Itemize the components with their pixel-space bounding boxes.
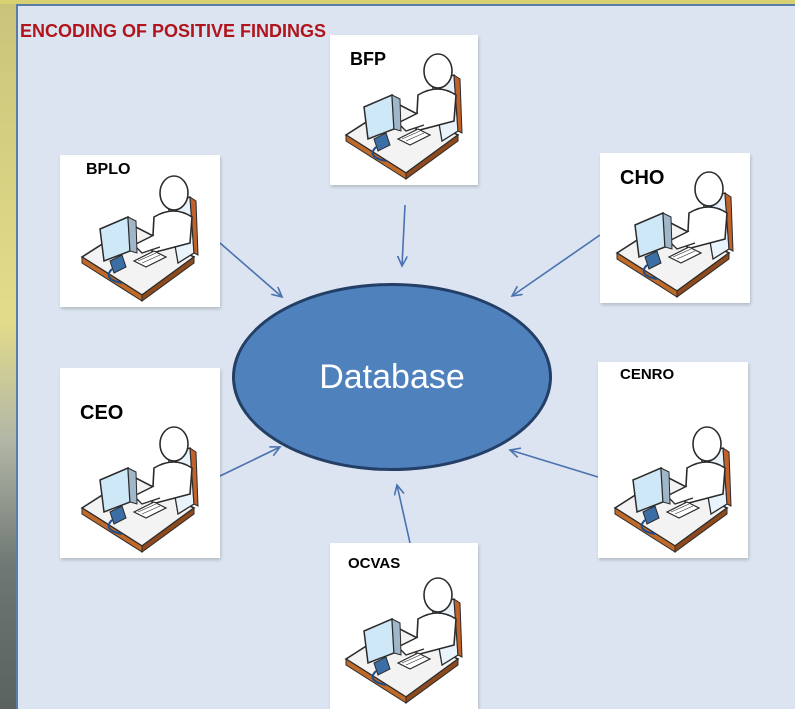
station-bfp: BFP [330, 35, 478, 185]
station-label-bplo: BPLO [86, 161, 131, 178]
station-ocvas: OCVAS [330, 543, 478, 709]
workstation-user-icon [80, 175, 199, 302]
database-node: Database [232, 283, 552, 471]
arrow-ocvas [397, 485, 411, 544]
arrow-ceo [219, 447, 280, 477]
arrow-bplo [219, 242, 282, 297]
workstation-user-icon [613, 426, 732, 553]
workstation-user-icon [344, 577, 463, 704]
station-cenro: CENRO [598, 362, 748, 558]
background-top [0, 0, 795, 4]
station-bplo: BPLO [60, 155, 220, 307]
arrow-cho [512, 234, 601, 296]
station-label-cho: CHO [620, 167, 665, 189]
station-cho: CHO [600, 153, 750, 303]
diagram-title: ENCODING OF POSITIVE FINDINGS [20, 21, 327, 41]
station-label-ocvas: OCVAS [348, 555, 401, 572]
workstation-user-icon [344, 53, 463, 180]
database-label: Database [319, 357, 465, 396]
station-label-bfp: BFP [350, 49, 386, 69]
arrow-cenro [510, 450, 599, 478]
station-ceo: CEO [60, 368, 220, 558]
station-label-ceo: CEO [80, 402, 124, 424]
station-label-cenro: CENRO [620, 366, 675, 383]
arrow-bfp [402, 204, 405, 266]
workstation-user-icon [80, 426, 199, 553]
workstation-user-icon [615, 171, 734, 298]
